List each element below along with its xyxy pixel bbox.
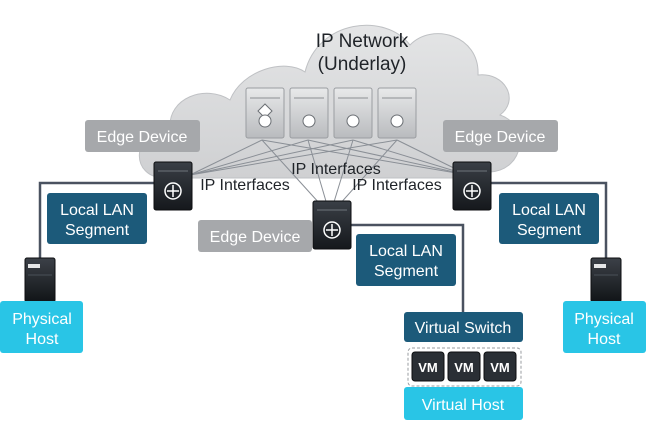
spine-switch-4 — [377, 87, 417, 139]
lan-segment-right-line2: Segment — [517, 222, 582, 239]
virtual-switch-text: Virtual Switch — [415, 320, 512, 337]
lan-segment-center-line2: Segment — [374, 263, 439, 280]
virtual-host-text: Virtual Host — [422, 397, 505, 414]
edge-device-left-text: Edge Device — [97, 129, 188, 146]
spine-switch-3 — [333, 87, 373, 139]
lan-segment-center-line1: Local LAN — [369, 243, 443, 260]
spine-switch-1 — [245, 87, 285, 139]
ip-interfaces-label-center: IP Interfaces — [291, 161, 381, 178]
vm-group: VM VM VM — [407, 347, 522, 387]
physical-host-right-line1: Physical — [574, 311, 634, 328]
vm-2: VM — [447, 351, 481, 382]
physical-host-right-label: Physical Host — [563, 301, 646, 353]
edge-device-center-label: Edge Device — [198, 220, 312, 252]
edge-device-left-icon — [153, 161, 193, 211]
vm-3: VM — [483, 351, 517, 382]
edge-device-center-icon — [312, 200, 352, 250]
vm-1-label: VM — [418, 360, 438, 375]
physical-host-right-server-icon — [590, 257, 622, 303]
edge-device-left-label: Edge Device — [85, 120, 200, 152]
edge-device-center-text: Edge Device — [210, 229, 301, 246]
lan-segment-left-line1: Local LAN — [60, 202, 134, 219]
lan-segment-left-line2: Segment — [65, 222, 130, 239]
physical-host-left-line2: Host — [26, 331, 59, 348]
edge-device-right-text: Edge Device — [455, 129, 546, 146]
cloud-title-line1: IP Network — [316, 31, 409, 52]
lan-segment-right-line1: Local LAN — [512, 202, 586, 219]
lan-segment-right-label: Local LAN Segment — [499, 193, 599, 244]
spine-switch-2 — [289, 87, 329, 139]
lan-segment-left-label: Local LAN Segment — [47, 193, 147, 244]
vm-3-label: VM — [490, 360, 510, 375]
physical-host-left-label: Physical Host — [0, 301, 83, 353]
ip-interfaces-label-left: IP Interfaces — [200, 177, 290, 194]
vm-2-label: VM — [454, 360, 474, 375]
ip-interfaces-label-right: IP Interfaces — [352, 177, 442, 194]
virtual-switch-label: Virtual Switch — [404, 312, 523, 342]
virtual-host-label: Virtual Host — [404, 387, 523, 420]
edge-device-right-icon — [452, 161, 492, 211]
physical-host-left-server-icon — [24, 257, 56, 303]
physical-host-left-line1: Physical — [12, 311, 72, 328]
spine-switches — [245, 87, 417, 139]
vm-1: VM — [411, 351, 445, 382]
lan-segment-center-label: Local LAN Segment — [356, 234, 456, 286]
host-links — [38, 181, 608, 312]
physical-host-right-line2: Host — [588, 331, 621, 348]
edge-device-right-label: Edge Device — [443, 120, 558, 152]
cloud-title-line2: (Underlay) — [318, 54, 407, 75]
